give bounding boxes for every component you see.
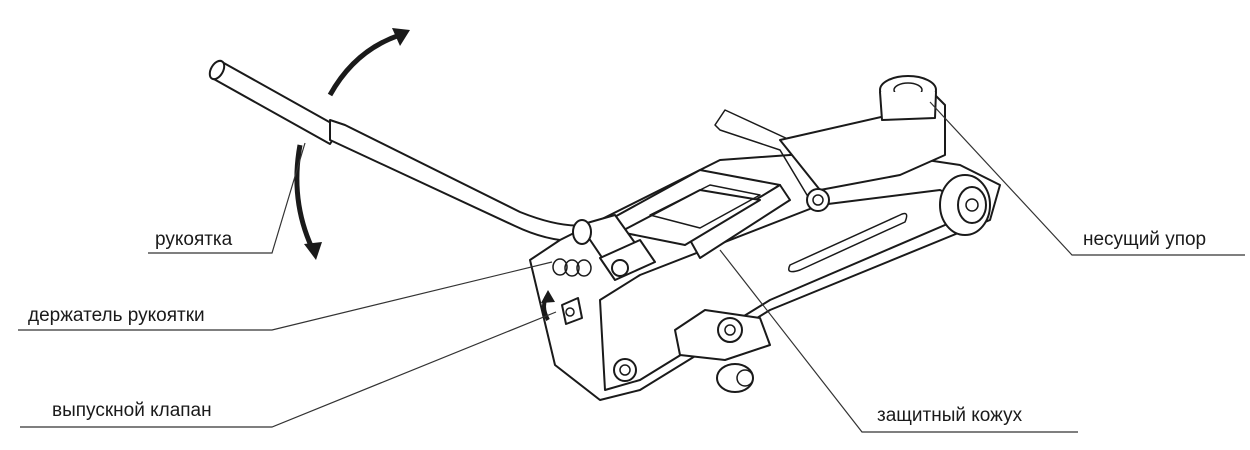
label-handle: рукоятка	[155, 229, 233, 250]
label-release-valve: выпускной клапан	[52, 400, 212, 421]
handle-holder-spring	[552, 258, 592, 277]
label-handle-holder: держатель рукоятки	[28, 305, 205, 326]
front-caster	[674, 309, 771, 393]
label-load-saddle: несущий упор	[1083, 229, 1207, 250]
rotation-arrow-down-icon	[294, 144, 322, 260]
leader-line-handle-holder	[18, 261, 553, 331]
rear-wheel	[939, 174, 991, 236]
rotation-arrow-up-icon	[327, 28, 410, 97]
leader-line-load-saddle	[929, 101, 1245, 256]
label-protective-cover: защитный кожух	[877, 405, 1023, 426]
leader-line-handle	[148, 142, 306, 254]
leader-line-release-valve	[20, 311, 557, 428]
jack-body	[529, 75, 1001, 401]
load-saddle	[879, 75, 937, 121]
leader-line-protective-cover	[719, 249, 1078, 433]
jack-handle	[208, 59, 591, 243]
release-valve	[541, 290, 583, 325]
